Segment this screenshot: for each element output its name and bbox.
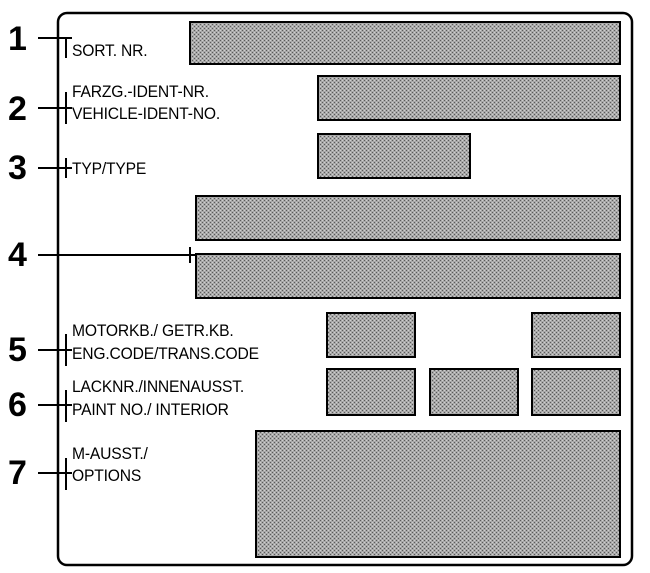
label-type: TYP/TYPE	[72, 159, 147, 178]
label-sort-nr: SORT. NR.	[72, 41, 148, 60]
field-vehicle-ident-no	[317, 75, 621, 121]
field-options	[255, 430, 621, 558]
row-number-3: 3	[8, 149, 27, 187]
field-transmission-code	[531, 312, 621, 358]
field-engine-code	[326, 312, 416, 358]
row-number-7: 7	[8, 454, 27, 492]
label-motor-getriebe-code: MOTORKB./ GETR.KB.	[72, 321, 234, 340]
row-number-4: 4	[8, 236, 27, 274]
label-vehicle-ident-no: VEHICLE-IDENT-NO.	[72, 104, 221, 123]
field-row4-upper	[195, 195, 621, 241]
label-options: OPTIONS	[72, 466, 142, 485]
label-paint-no-interior: PAINT NO./ INTERIOR	[72, 400, 229, 419]
plate-frame	[56, 11, 634, 567]
row-number-5: 5	[8, 331, 27, 369]
leader-lines	[38, 37, 196, 490]
label-engine-transmission-code: ENG.CODE/TRANS.CODE	[72, 344, 259, 363]
row-number-2: 2	[8, 90, 27, 128]
field-sort-nr	[189, 21, 621, 65]
label-m-ausst: M-AUSST./	[72, 444, 148, 463]
field-type	[317, 133, 471, 179]
field-paint-no	[326, 368, 416, 416]
row-number-6: 6	[8, 386, 27, 424]
field-row4-lower	[195, 253, 621, 299]
field-interior-extra	[531, 368, 621, 416]
label-lacknr-innenausst: LACKNR./INNENAUSST.	[72, 377, 245, 396]
row-number-1: 1	[8, 20, 27, 58]
label-fahrzeug-ident-nr: FARZG.-IDENT-NR.	[72, 82, 209, 101]
field-interior	[429, 368, 519, 416]
